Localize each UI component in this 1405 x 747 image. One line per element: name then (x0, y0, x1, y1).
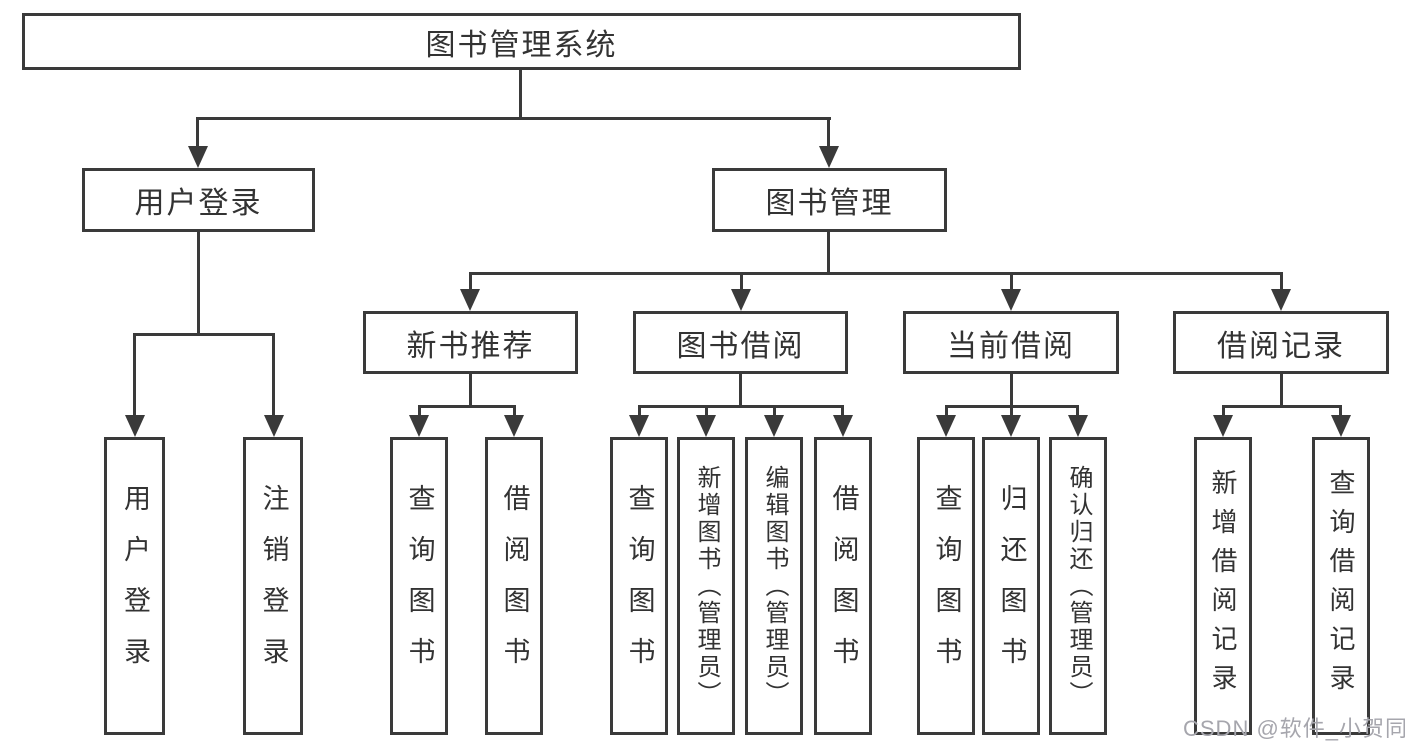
connector-line (827, 232, 830, 274)
arrow-down-icon (629, 415, 649, 437)
node-book-borrow: 图书借阅 (633, 311, 848, 374)
leaf-label: 查询图书 (404, 484, 435, 688)
connector-line (638, 405, 641, 417)
leaf-label: 确认归还（管理员） (1065, 464, 1092, 708)
connector-line (197, 232, 200, 336)
arrow-down-icon (125, 415, 145, 437)
node-current-borrow: 当前借阅 (903, 311, 1119, 374)
connector-line (134, 333, 275, 336)
connector-line (827, 117, 830, 149)
leaf-label: 新增借阅记录 (1208, 469, 1238, 703)
connector-line (418, 405, 421, 417)
arrow-down-icon (1331, 415, 1351, 437)
leaf-query-books-borrow: 查询图书 (610, 437, 668, 735)
leaf-borrow-books-recommend: 借阅图书 (485, 437, 543, 735)
arrow-down-icon (460, 289, 480, 311)
leaf-label: 借阅图书 (499, 484, 530, 688)
leaf-label: 查询图书 (931, 484, 962, 688)
arrow-down-icon (264, 415, 284, 437)
leaf-label: 新增图书（管理员） (693, 464, 720, 708)
arrow-down-icon (819, 146, 839, 168)
leaf-logout: 注销登录 (243, 437, 303, 735)
connector-line (1010, 272, 1013, 291)
node-root-label: 图书管理系统 (425, 28, 618, 62)
arrow-down-icon (936, 415, 956, 437)
arrow-down-icon (409, 415, 429, 437)
arrow-down-icon (188, 146, 208, 168)
connector-line (418, 405, 516, 408)
node-new-book-recommend-label: 新书推荐 (406, 329, 535, 363)
connector-line (469, 272, 472, 291)
node-new-book-recommend: 新书推荐 (363, 311, 578, 374)
node-book-management: 图书管理 (712, 168, 947, 232)
leaf-user-login: 用户登录 (104, 437, 165, 735)
leaf-query-books-current: 查询图书 (917, 437, 975, 735)
connector-line (638, 405, 844, 408)
node-book-management-label: 图书管理 (765, 187, 894, 220)
connector-line (841, 405, 844, 417)
connector-line (197, 117, 831, 120)
leaf-label: 归还图书 (996, 484, 1027, 688)
leaf-add-book-admin: 新增图书（管理员） (677, 437, 735, 735)
arrow-down-icon (504, 415, 524, 437)
connector-line (705, 405, 708, 417)
connector-line (519, 70, 522, 119)
connector-line (133, 333, 136, 417)
node-user-login: 用户登录 (82, 168, 315, 232)
csdn-watermark: CSDN @软件_小贺同学 (1183, 716, 1405, 741)
node-borrow-records-label: 借阅记录 (1217, 329, 1345, 363)
leaf-label: 借阅图书 (828, 484, 859, 688)
connector-line (1339, 405, 1342, 417)
arrow-down-icon (1068, 415, 1088, 437)
leaf-label: 查询图书 (624, 484, 655, 688)
leaf-query-books-recommend: 查询图书 (390, 437, 448, 735)
arrow-down-icon (1213, 415, 1233, 437)
connector-line (1010, 374, 1013, 407)
node-borrow-records: 借阅记录 (1173, 311, 1389, 374)
leaf-edit-book-admin: 编辑图书（管理员） (745, 437, 803, 735)
connector-line (1222, 405, 1225, 417)
arrow-down-icon (764, 415, 784, 437)
leaf-logout-label: 注销登录 (258, 484, 289, 688)
arrow-down-icon (731, 289, 751, 311)
connector-line (272, 333, 275, 417)
node-root: 图书管理系统 (22, 13, 1021, 70)
connector-line (740, 272, 743, 291)
arrow-down-icon (1001, 289, 1021, 311)
arrow-down-icon (696, 415, 716, 437)
arrow-down-icon (833, 415, 853, 437)
connector-line (1010, 405, 1013, 417)
connector-line (1076, 405, 1079, 417)
leaf-query-borrow-record: 查询借阅记录 (1312, 437, 1370, 735)
leaf-label: 查询借阅记录 (1326, 469, 1356, 703)
leaf-borrow-book: 借阅图书 (814, 437, 872, 735)
connector-line (513, 405, 516, 417)
leaf-label: 编辑图书（管理员） (761, 464, 788, 708)
connector-line (1280, 374, 1283, 407)
leaf-user-login-label: 用户登录 (120, 484, 150, 688)
connector-line (469, 374, 472, 407)
connector-line (1222, 405, 1342, 408)
leaf-return-book: 归还图书 (982, 437, 1040, 735)
leaf-add-borrow-record: 新增借阅记录 (1194, 437, 1252, 735)
arrow-down-icon (1271, 289, 1291, 311)
connector-line (1280, 272, 1283, 291)
leaf-confirm-return-admin: 确认归还（管理员） (1049, 437, 1107, 735)
connector-line (773, 405, 776, 417)
arrow-down-icon (1001, 415, 1021, 437)
node-current-borrow-label: 当前借阅 (947, 329, 1075, 363)
node-user-login-label: 用户登录 (134, 187, 263, 220)
connector-line (469, 272, 1282, 275)
connector-line (739, 374, 742, 407)
node-book-borrow-label: 图书借阅 (676, 329, 805, 363)
connector-line (196, 117, 199, 149)
connector-line (945, 405, 948, 417)
